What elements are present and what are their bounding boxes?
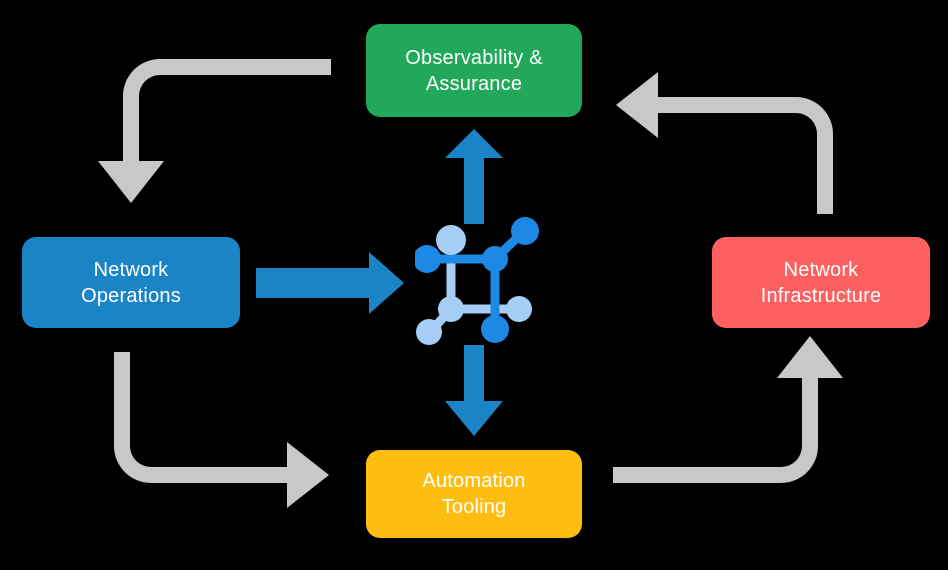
network-topology-icon xyxy=(413,215,545,345)
arrow-infrastructure-to-observability xyxy=(616,72,833,214)
arrow-center-to-automation xyxy=(445,345,503,436)
topology-nodes-bold xyxy=(413,217,539,343)
node-box-automation-tooling[interactable]: Automation Tooling xyxy=(366,450,582,538)
arrow-automation-to-infrastructure xyxy=(613,336,843,483)
arrow-observability-to-operations xyxy=(98,59,331,203)
node-label-network-operations: Network Operations xyxy=(81,258,181,307)
topology-nodes-light xyxy=(416,225,532,345)
node-box-observability[interactable]: Observability & Assurance xyxy=(366,24,582,117)
node-box-network-infrastructure[interactable]: Network Infrastructure xyxy=(712,237,930,328)
node-label-observability: Observability & Assurance xyxy=(405,46,543,95)
arrow-center-to-observability xyxy=(445,129,503,224)
node-label-network-infrastructure: Network Infrastructure xyxy=(760,258,882,307)
node-box-network-operations[interactable]: Network Operations xyxy=(22,237,240,328)
arrow-operations-to-automation xyxy=(114,352,329,508)
arrow-operations-to-center xyxy=(256,252,404,314)
node-label-automation-tooling: Automation Tooling xyxy=(422,470,526,518)
